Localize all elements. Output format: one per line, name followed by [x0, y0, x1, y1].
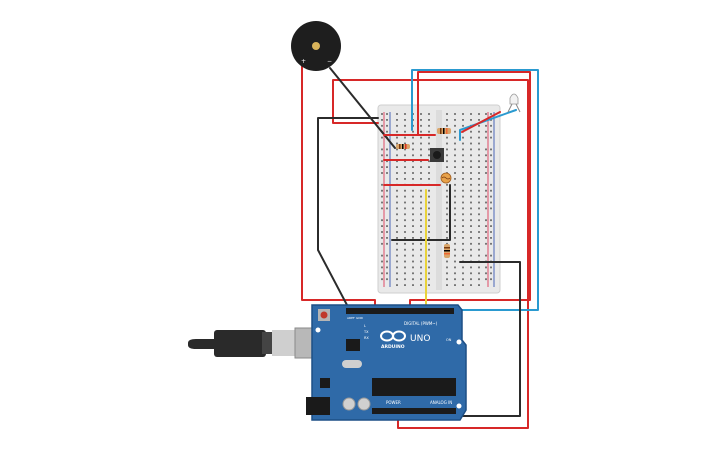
- arduino-logo: [380, 330, 406, 342]
- svg-text:+: +: [301, 58, 306, 65]
- resistor[interactable]: [444, 244, 450, 258]
- pushbutton[interactable]: [430, 148, 444, 162]
- arduino-uno[interactable]: ARDUINO UNO DIGITAL (PWM~) POWER ANALOG …: [306, 304, 467, 421]
- arduino-model: UNO: [410, 334, 430, 344]
- gnd-label: GND: [356, 316, 364, 320]
- wire-red-top-2: [409, 71, 531, 308]
- led[interactable]: [507, 93, 521, 113]
- tx-label: TX: [363, 330, 369, 334]
- digital-label: DIGITAL (PWM~): [404, 321, 438, 326]
- wire-red-buzzer: [301, 62, 376, 307]
- resistor[interactable]: [437, 128, 451, 134]
- aref-label: AREF: [347, 316, 355, 320]
- wire-red-top: [332, 81, 379, 124]
- analog-label: ANALOG IN: [430, 400, 452, 405]
- on-label: ON: [446, 338, 452, 342]
- wire-black-right: [447, 261, 521, 417]
- wire-blue-2: [459, 109, 517, 141]
- rx-label: RX: [364, 336, 369, 340]
- piezo-buzzer[interactable]: + −: [291, 21, 341, 71]
- photoresistor[interactable]: [440, 172, 452, 184]
- wire-red-jumper-4: [461, 111, 501, 133]
- arduino-brand: ARDUINO: [381, 344, 405, 350]
- svg-text:−: −: [327, 58, 332, 65]
- l-label: L: [364, 324, 366, 328]
- resistor[interactable]: [396, 144, 410, 149]
- power-label: POWER: [386, 400, 401, 405]
- wire-black-mid: [391, 184, 451, 241]
- wire-red-top-loop: [332, 79, 529, 429]
